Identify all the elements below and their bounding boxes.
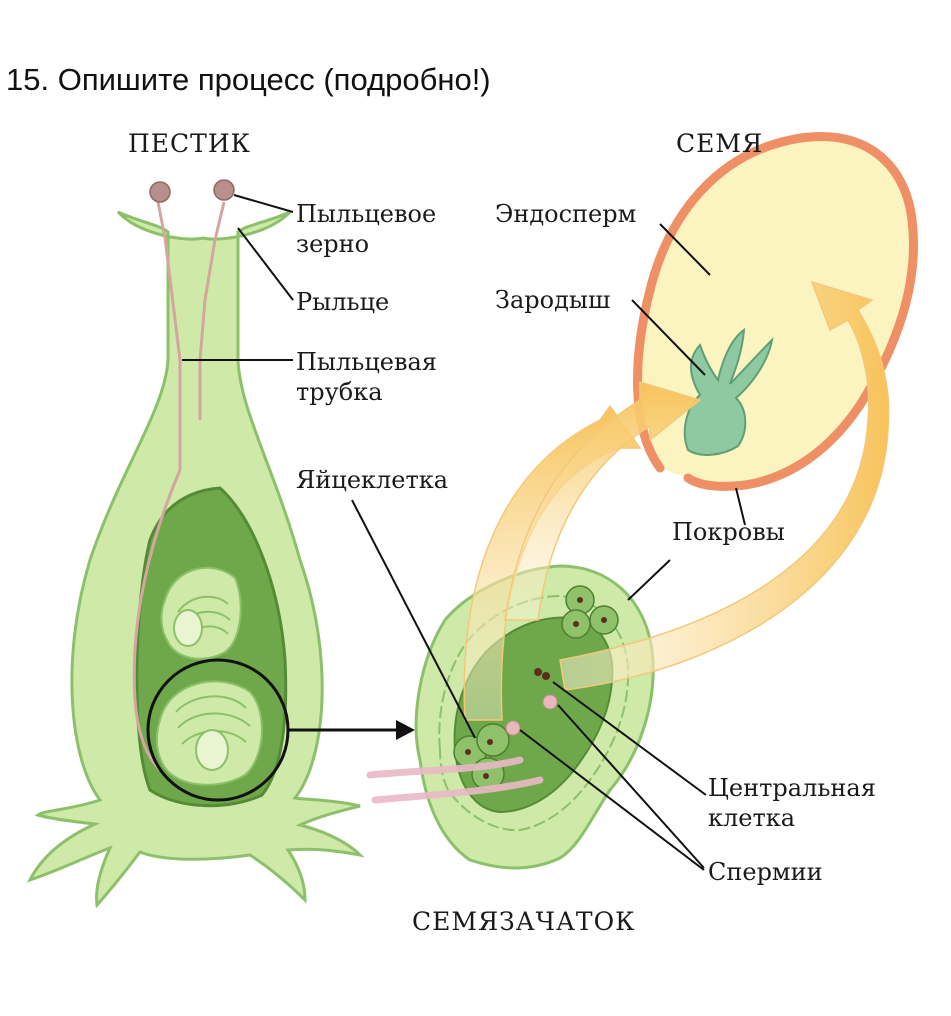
pollen-tube-left	[132, 201, 182, 772]
pollen-tube-right	[198, 201, 226, 420]
header-pistil: ПЕСТИК	[128, 129, 251, 158]
pollen-grain-left	[149, 181, 171, 203]
fertilization-arrows	[463, 280, 890, 721]
label-embryo: Зародыш	[495, 286, 610, 314]
label-endosperm: Эндосперм	[495, 200, 636, 228]
label-central-cell-line1: Центральная	[708, 774, 876, 802]
question-title: 15. Опишите процесс (подробно!)	[6, 62, 491, 97]
header-seed: СЕМЯ	[676, 129, 763, 158]
label-pollen-grain-line2: зерно	[296, 230, 369, 258]
arrow-to-embryo-inner	[504, 380, 702, 621]
leader-lines	[182, 194, 746, 871]
pollen-grain-right	[213, 179, 235, 201]
header-ovule: СЕМЯЗАЧАТОК	[412, 907, 635, 936]
pollen-tube-ovule	[366, 756, 544, 804]
embryo-shape	[683, 327, 774, 456]
sperm-1	[505, 720, 521, 736]
antipodal-cells	[561, 585, 619, 639]
arrow-to-endosperm	[559, 280, 890, 691]
label-pollen-tube-line1: Пыльцевая	[296, 348, 437, 376]
label-integuments: Покровы	[672, 518, 785, 546]
label-stigma: Рыльце	[296, 288, 389, 316]
label-central-cell-line2: клетка	[708, 804, 795, 832]
label-pollen-tube-line2: трубка	[296, 378, 383, 406]
pistil	[27, 179, 415, 909]
label-pollen-grain-line1: Пыльцевое	[296, 200, 436, 228]
zoom-arrow-head	[396, 720, 415, 740]
label-egg-cell: Яйцеклетка	[296, 466, 448, 494]
seed	[633, 132, 918, 491]
central-cell-nuclei	[534, 668, 550, 680]
label-sperm: Спермии	[708, 858, 823, 886]
sperm-2	[542, 694, 558, 710]
